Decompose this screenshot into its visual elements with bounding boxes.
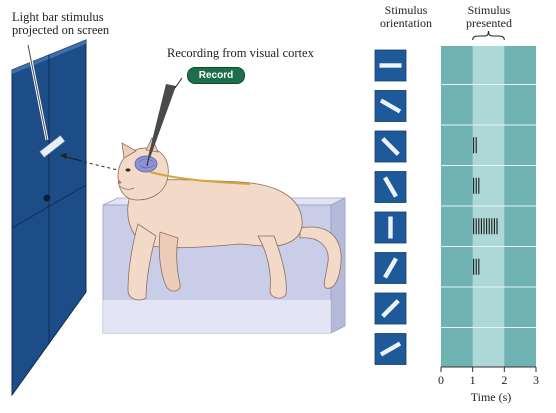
oriented-bar: [383, 176, 398, 198]
stimulus-label: Light bar stimulus projected on screen: [12, 10, 110, 38]
oriented-bar: [379, 63, 402, 68]
label-pointer: [27, 44, 48, 141]
fixation-point: [43, 194, 51, 202]
x-axis-label: Time (s): [470, 390, 512, 404]
x-tick-label: 3: [533, 373, 539, 387]
recording-label: Recording from visual cortex: [167, 46, 314, 60]
orientation-icon-6: [374, 252, 407, 284]
light-bar-stimulus: [39, 135, 66, 158]
presented-header-line2: presented: [466, 15, 512, 30]
orientation-header-line2: orientation: [380, 15, 432, 30]
tilted-45-bar-icon: [374, 130, 407, 163]
orientation-icon-column: [374, 49, 407, 365]
oriented-bar: [379, 341, 402, 357]
orientation-icon-2: [374, 90, 407, 122]
orientation-icon-1: [374, 49, 407, 82]
x-tick-label: 0: [438, 373, 444, 387]
oriented-bar: [388, 216, 393, 239]
x-tick-label: 2: [501, 373, 508, 387]
oriented-bar: [379, 98, 402, 114]
orientation-header: Stimulus orientation: [371, 4, 441, 29]
orientation-icon-7: [374, 292, 407, 325]
presented-header-line1: Stimulus: [467, 3, 511, 17]
orientation-icon-8: [374, 333, 407, 365]
gaze-line: [83, 161, 119, 171]
stimulus-brace: [472, 30, 505, 41]
orientation-header-line1: Stimulus: [384, 3, 428, 17]
tilted-30-bar-icon: [374, 90, 407, 122]
recording-electrode: [146, 77, 183, 167]
cat-illustration: [117, 137, 342, 301]
oriented-bar: [383, 257, 398, 279]
record-button[interactable]: Record: [187, 67, 245, 84]
orientation-icon-3: [374, 130, 407, 163]
orientation-icon-5: [374, 211, 407, 244]
oriented-bar: [381, 137, 400, 156]
stimulus-label-line1: Light bar stimulus: [12, 10, 104, 24]
presented-header: Stimulus presented: [453, 4, 525, 29]
visual-cortex: [134, 155, 158, 173]
stimulus-label-line2: projected on screen: [12, 23, 110, 38]
x-axis-ticks: [440, 367, 537, 372]
orientation-icon-4: [374, 171, 407, 203]
x-tick-label: 1: [469, 373, 476, 387]
projection-screen: [11, 39, 87, 397]
raster-plot: [440, 30, 537, 372]
oriented-bar: [381, 299, 400, 318]
